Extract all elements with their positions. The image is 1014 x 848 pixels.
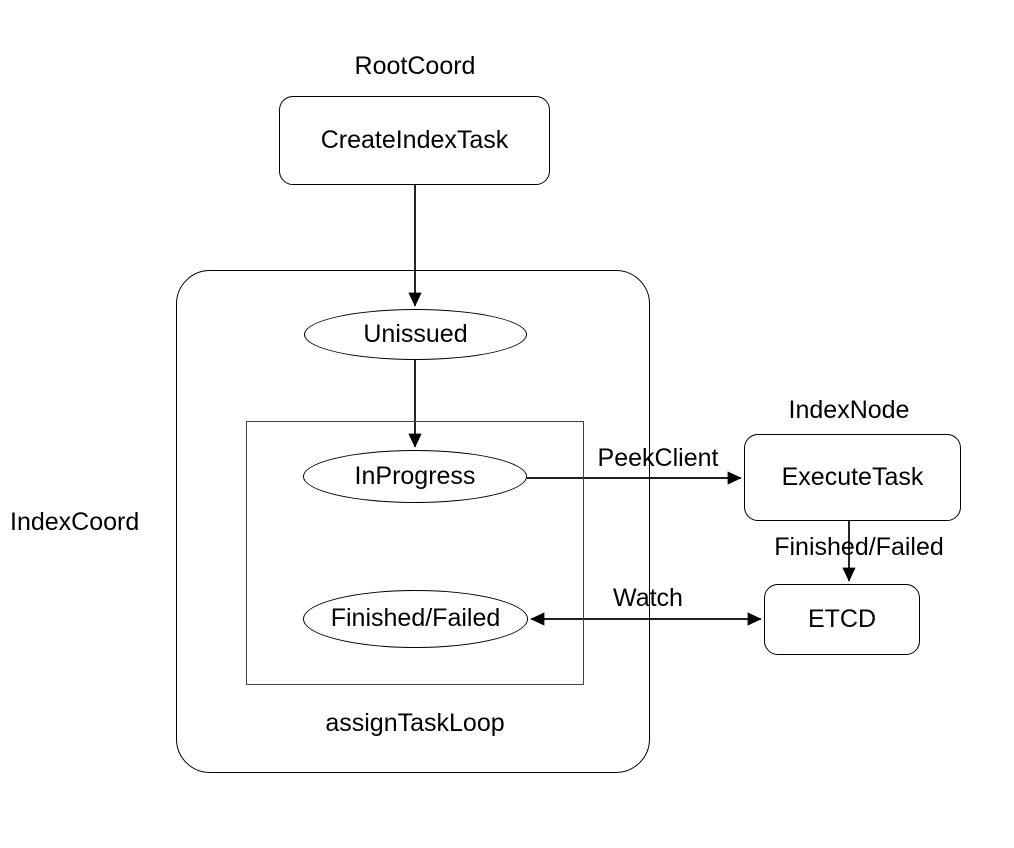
node-label-in-progress: InProgress: [354, 461, 476, 490]
container-assign-task-loop: [246, 421, 584, 685]
node-label-finished-failed: Finished/Failed: [330, 604, 501, 633]
edge-label-peek-client: PeekClient: [597, 444, 719, 472]
group-label-root-coord: RootCoord: [354, 52, 476, 80]
node-label-execute-task: ExecuteTask: [781, 462, 924, 491]
node-execute-task[interactable]: ExecuteTask: [744, 434, 961, 521]
node-etcd[interactable]: ETCD: [764, 584, 920, 655]
node-label-create-index-task: CreateIndexTask: [320, 125, 509, 154]
container-label-index-coord: IndexCoord: [10, 508, 140, 536]
node-create-index-task[interactable]: CreateIndexTask: [279, 96, 550, 185]
edge-label-finished-failed: Finished/Failed: [774, 533, 944, 561]
node-unissued[interactable]: Unissued: [304, 309, 527, 360]
node-finished-failed[interactable]: Finished/Failed: [303, 590, 528, 648]
group-label-index-node: IndexNode: [788, 396, 910, 424]
node-label-unissued: Unissued: [363, 319, 468, 348]
edge-label-watch: Watch: [613, 584, 683, 612]
node-in-progress[interactable]: InProgress: [303, 450, 527, 503]
container-index-coord: [176, 270, 650, 773]
container-label-assign-task-loop: assignTaskLoop: [325, 709, 505, 737]
node-label-etcd: ETCD: [807, 604, 877, 633]
